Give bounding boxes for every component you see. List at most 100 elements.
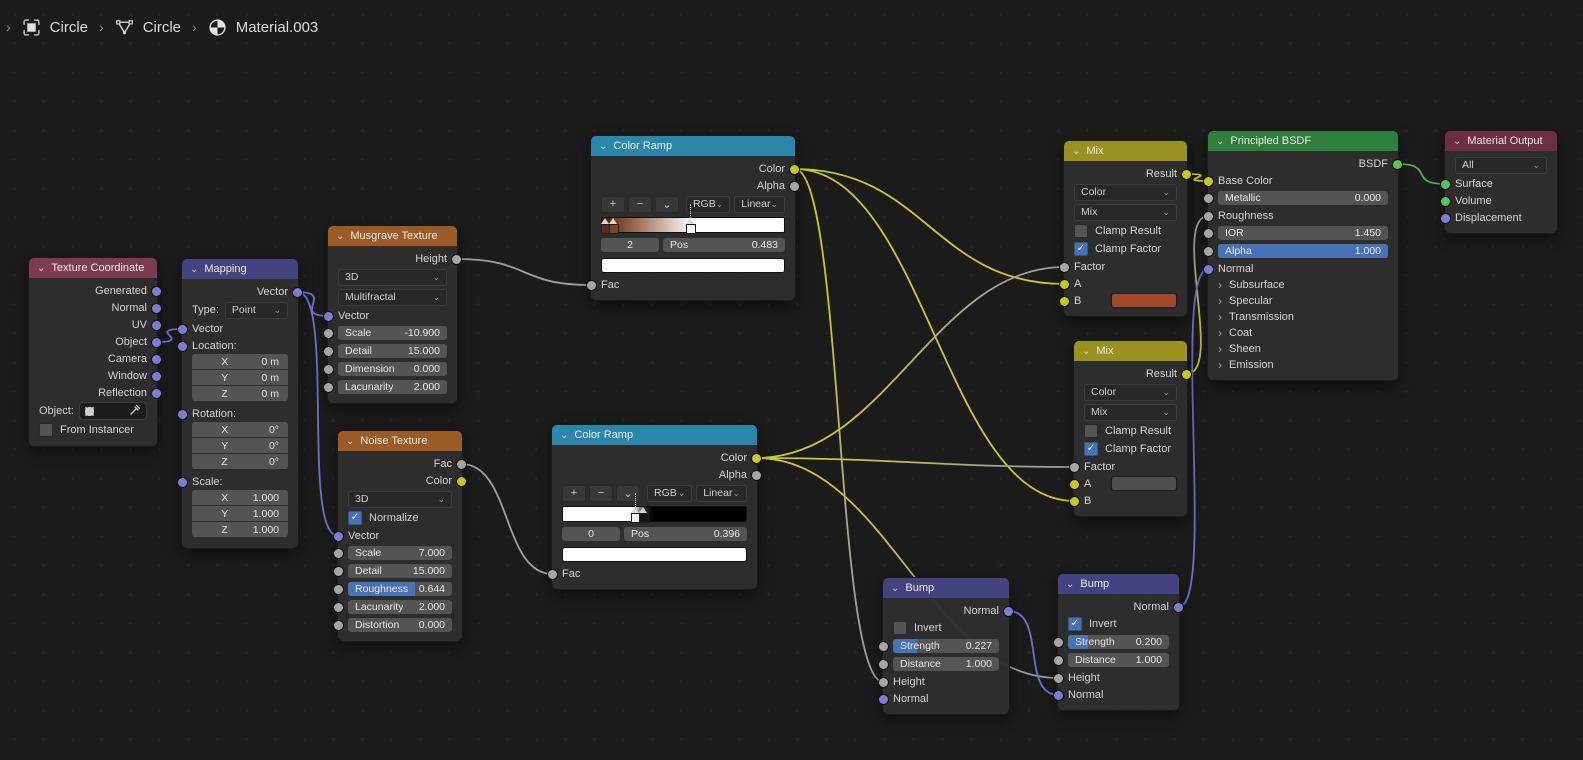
ior-in-socket[interactable] [1203, 228, 1214, 239]
ramp-options-button[interactable]: ⌄ [616, 484, 640, 502]
distortion-in-socket[interactable] [333, 620, 344, 631]
color-out-socket[interactable] [789, 163, 800, 175]
normal-out-socket[interactable] [1003, 605, 1014, 617]
node-header-mapping[interactable]: ⌄Mapping [182, 259, 298, 279]
height-out-socket[interactable] [451, 253, 462, 265]
add-stop-button[interactable]: + [601, 195, 625, 213]
clamp-factor-checkbox[interactable]: ✓ [1074, 242, 1088, 256]
stop-color-swatch[interactable] [562, 547, 747, 562]
remove-stop-button[interactable]: − [589, 484, 613, 502]
color-dropdown[interactable]: Color⌄ [1074, 183, 1177, 201]
dimension-in-socket[interactable] [323, 364, 334, 375]
add-stop-button[interactable]: + [562, 484, 586, 502]
normal-out-socket[interactable] [1173, 601, 1184, 613]
alpha-out-socket[interactable] [751, 469, 762, 481]
stop-index-field[interactable]: 2 [601, 238, 659, 252]
color-dropdown[interactable]: Color⌄ [1084, 383, 1177, 401]
height-in-socket[interactable] [878, 676, 889, 688]
collapse-node-icon[interactable]: ⌄ [346, 435, 355, 447]
result-out-socket[interactable] [1181, 368, 1192, 380]
point-dropdown[interactable]: Point⌄ [224, 301, 288, 319]
metallic-in-socket[interactable] [1203, 193, 1214, 204]
object-picker-field[interactable] [78, 402, 147, 420]
node-header-texture-coordinate[interactable]: ⌄Texture Coordinate [29, 258, 157, 278]
displacement-in-socket[interactable] [1440, 212, 1451, 224]
camera-out-socket[interactable] [151, 353, 162, 365]
bsdf-out-socket[interactable] [1392, 158, 1403, 170]
collapse-node-icon[interactable]: ⌄ [1453, 135, 1462, 147]
fac-out-socket[interactable] [456, 458, 467, 470]
fac-in-socket[interactable] [547, 568, 558, 580]
vector-in-socket[interactable] [323, 310, 334, 322]
scale-in-socket[interactable] [177, 476, 188, 488]
b-in-socket[interactable] [1069, 495, 1080, 507]
a-in-socket[interactable] [1069, 478, 1080, 490]
stop-color-swatch[interactable] [601, 258, 785, 273]
distance-in-socket[interactable] [1053, 655, 1064, 666]
surface-in-socket[interactable] [1440, 178, 1451, 190]
node-header-material-output[interactable]: ⌄Material Output [1445, 131, 1557, 151]
node-header-color-ramp[interactable]: ⌄Color Ramp [552, 425, 757, 445]
strength-in-socket[interactable] [1053, 637, 1064, 648]
node-header-mix[interactable]: ⌄Mix [1064, 141, 1187, 161]
detail-in-socket[interactable] [333, 566, 344, 577]
node-header-musgrave-texture[interactable]: ⌄Musgrave Texture [328, 226, 457, 246]
reflection-out-socket[interactable] [151, 387, 162, 399]
generated-out-socket[interactable] [151, 285, 162, 297]
color-ramp-gradient[interactable] [600, 204, 785, 234]
rgb-dropdown[interactable]: RGB⌄ [647, 484, 693, 502]
distance-in-socket[interactable] [878, 659, 889, 670]
alpha-in-socket[interactable] [1203, 246, 1214, 257]
remove-stop-button[interactable]: − [627, 195, 652, 213]
collapse-node-icon[interactable]: ⌄ [599, 140, 608, 152]
normalize-checkbox[interactable]: ✓ [348, 511, 362, 525]
collapse-node-icon[interactable]: ⌄ [1216, 135, 1225, 147]
clamp-result-checkbox[interactable] [1084, 424, 1098, 438]
height-in-socket[interactable] [1053, 672, 1064, 684]
collapse-node-icon[interactable]: ⌄ [891, 582, 900, 594]
lacunarity-in-socket[interactable] [333, 602, 344, 613]
a-in-socket[interactable] [1059, 278, 1070, 290]
normal-in-socket[interactable] [1203, 263, 1214, 275]
collapse-node-icon[interactable]: ⌄ [1072, 145, 1081, 157]
normal-in-socket[interactable] [878, 693, 889, 705]
node-header-principled-bsdf[interactable]: ⌄Principled BSDF [1208, 131, 1398, 151]
ramp-options-button[interactable]: ⌄ [654, 195, 679, 213]
collapse-node-icon[interactable]: ⌄ [1082, 345, 1091, 357]
vector-in-socket[interactable] [177, 323, 188, 335]
scale-slider[interactable]: Scale-10.900 [338, 326, 447, 340]
collapse-node-icon[interactable]: ⌄ [1066, 578, 1075, 590]
3d-dropdown[interactable]: 3D⌄ [338, 268, 447, 286]
fac-in-socket[interactable] [586, 279, 597, 291]
object-out-socket[interactable] [151, 336, 162, 348]
location-in-socket[interactable] [177, 340, 188, 352]
result-out-socket[interactable] [1181, 168, 1192, 180]
normal-in-socket[interactable] [1053, 689, 1064, 701]
